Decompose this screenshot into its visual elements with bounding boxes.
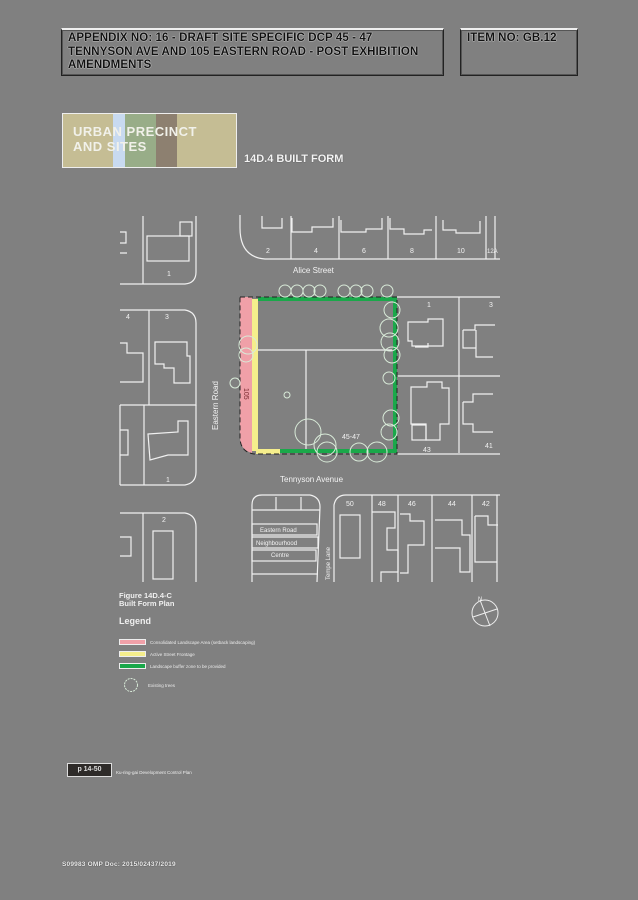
legend-item-landscape-area: Consolidated Landscape Area (setback lan… (119, 639, 255, 645)
appendix-header: APPENDIX NO: 16 - DRAFT SITE SPECIFIC DC… (62, 30, 443, 75)
figure-caption: Built Form Plan (119, 599, 175, 608)
lot-label: 6 (362, 248, 366, 255)
lot-label: 1 (166, 477, 170, 484)
lot-label: 3 (165, 314, 169, 321)
street-label-eastern: Eastern Road (211, 381, 220, 430)
section-banner: URBAN PRECINCT AND SITES (62, 113, 237, 168)
item-number: ITEM NO: GB.12 (467, 32, 557, 44)
figure-number: Figure 14D.4-C (119, 591, 172, 600)
legend-label: Consolidated Landscape Area (setback lan… (150, 639, 256, 645)
lot-label: 2 (266, 248, 270, 255)
legend-label: Existing trees (148, 682, 176, 688)
item-number-box: ITEM NO: GB.12 (460, 28, 578, 76)
banner-green-band (125, 114, 156, 167)
lot-label: 4 (314, 248, 318, 255)
lot-label: 1 (427, 302, 431, 309)
appendix-header-box: APPENDIX NO: 16 - DRAFT SITE SPECIFIC DC… (61, 28, 444, 76)
appendix-line-1: APPENDIX NO: 16 - DRAFT SITE SPECIFIC DC… (68, 32, 373, 44)
north-label: N (478, 597, 482, 603)
lot-label: 1 (167, 271, 171, 278)
legend-swatch-pink (119, 639, 146, 645)
page-note: Ku-ring-gai Development Control Plan (116, 770, 192, 775)
lot-label: 46 (408, 501, 416, 508)
banner-title: URBAN PRECINCT AND SITES (73, 124, 197, 154)
lot-label: 48 (378, 501, 386, 508)
building-label: Neighbourhood (256, 541, 297, 547)
lot-label: 4 (126, 314, 130, 321)
banner-blue-band (113, 114, 125, 167)
legend-label: Active Street Frontage (150, 651, 195, 657)
lot-label: 12A (487, 249, 498, 255)
existing-trees (229, 284, 401, 463)
appendix-line-3: AMENDMENTS (68, 59, 152, 71)
legend-swatch-yellow (119, 651, 146, 657)
legend-item-existing-trees: Existing trees (119, 677, 175, 693)
street-label-tennyson: Tennyson Avenue (280, 475, 344, 484)
building-label: Eastern Road (260, 528, 297, 534)
lot-label: 2 (162, 517, 166, 524)
banner-brown-band (156, 114, 177, 167)
legend-item-buffer-zone: Landscape buffer zone to be provided (119, 663, 225, 669)
figure-title: Figure 14D.4-C Built Form Plan (119, 592, 174, 608)
site-lot-label: 45-47 (342, 434, 360, 441)
section-title: 14D.4 BUILT FORM (244, 153, 344, 165)
lot-label: 50 (346, 501, 354, 508)
north-arrow-icon (471, 599, 499, 627)
site-lot-label-105: 105 (242, 388, 249, 400)
lot-label: 43 (423, 447, 431, 454)
legend-title: Legend (119, 616, 152, 626)
lot-label: 42 (482, 501, 490, 508)
legend: Figure 14D.4-C Built Form Plan Legend Co… (119, 592, 255, 692)
legend-item-active-frontage: Active Street Frontage (119, 651, 195, 657)
legend-swatch-green (119, 663, 146, 669)
banner-line-1: URBAN PRECINCT (73, 124, 197, 139)
lot-label: 41 (485, 443, 493, 450)
lot-label: 10 (457, 248, 465, 255)
subject-site (239, 296, 398, 455)
lot-label: 8 (410, 248, 414, 255)
lot-label: 44 (448, 501, 456, 508)
page-number: p 14-50 (67, 763, 112, 777)
tree-icon (124, 678, 138, 692)
street-label-tempe: Tempe Lane (326, 546, 332, 580)
legend-label: Landscape buffer zone to be provided (150, 663, 226, 669)
appendix-line-2: TENNYSON AVE AND 105 EASTERN ROAD - POST… (68, 45, 419, 58)
banner-line-2: AND SITES (73, 139, 147, 154)
lot-label: 3 (489, 302, 493, 309)
street-label-alice: Alice Street (293, 266, 335, 275)
building-label: Centre (271, 553, 290, 559)
document-footer: S09983 OMP Doc: 2015/02437/2019 (62, 861, 176, 868)
